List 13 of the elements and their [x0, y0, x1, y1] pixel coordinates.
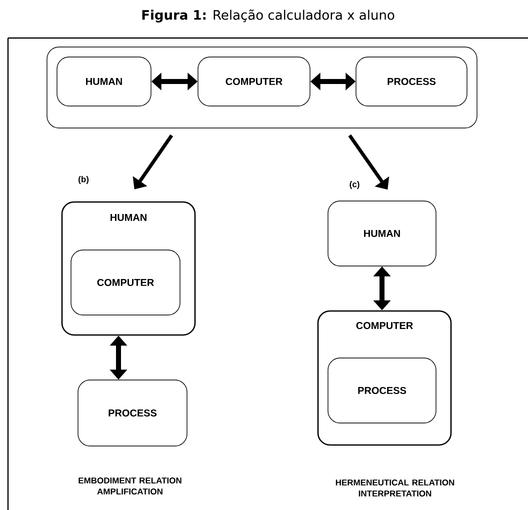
- process-box: PROCESS: [356, 56, 468, 106]
- process-box: COMPUTER: [198, 56, 310, 106]
- process-box: HUMAN: [328, 200, 436, 266]
- process-box: PROCESS: [328, 358, 436, 424]
- panel-letter: (c): [350, 181, 360, 189]
- panel-letter: (b): [78, 176, 89, 184]
- figure-title: Figura 1: Relação calculadora x aluno: [142, 10, 394, 22]
- process-box: COMPUTER: [70, 250, 180, 316]
- rounded-box: [46, 46, 478, 128]
- panel-caption: EMBODIMENT RELATION AMPLIFICATION: [78, 478, 182, 494]
- process-box: HUMAN: [56, 56, 152, 106]
- panel-caption: HERMENEUTICAL RELATION INTERPRETATION: [336, 480, 454, 496]
- process-box: PROCESS: [78, 380, 188, 446]
